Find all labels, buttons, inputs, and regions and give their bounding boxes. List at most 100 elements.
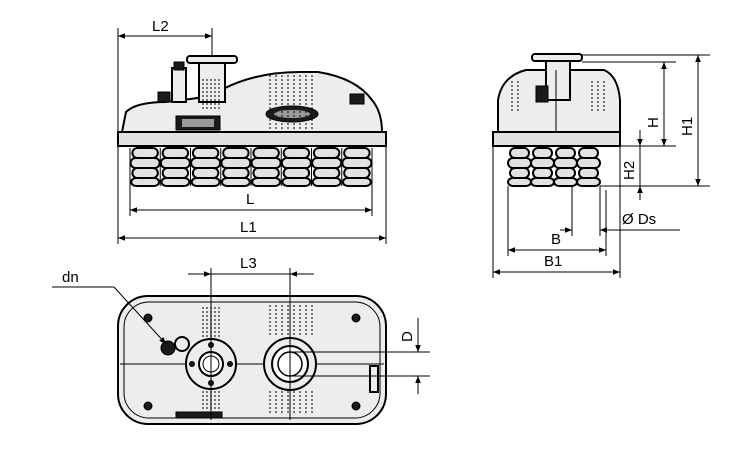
bellow-segment bbox=[252, 167, 280, 179]
label-h: H bbox=[645, 117, 662, 128]
label-l1: L1 bbox=[240, 219, 257, 236]
label-h2: H2 bbox=[621, 161, 638, 180]
bellow-segment bbox=[222, 167, 250, 179]
bellow-segment bbox=[129, 157, 161, 169]
bellow-segment bbox=[341, 157, 373, 169]
dim-l1: L1 bbox=[117, 146, 387, 244]
dim-ds: Ø Ds bbox=[560, 186, 680, 236]
bellow-segment bbox=[311, 177, 342, 187]
side-nozzle bbox=[545, 57, 571, 101]
bellow-segment bbox=[222, 147, 250, 159]
front-dot-pattern bbox=[202, 75, 313, 129]
bellow-segment bbox=[311, 157, 343, 169]
screw-icon bbox=[351, 401, 361, 411]
bellow-segment bbox=[159, 157, 191, 169]
bellow-segment bbox=[191, 167, 220, 179]
side-dot-pattern bbox=[511, 81, 605, 111]
bellow-segment bbox=[160, 177, 191, 187]
leader-dn: dn bbox=[52, 269, 167, 345]
front-fitting bbox=[157, 91, 171, 103]
top-bottom-slot bbox=[175, 411, 223, 419]
screw-icon bbox=[143, 401, 153, 411]
label-l2: L2 bbox=[152, 18, 169, 35]
bellow-segment bbox=[509, 167, 530, 179]
front-view bbox=[117, 55, 387, 187]
bellow-segment bbox=[553, 177, 578, 187]
label-l: L bbox=[246, 191, 254, 208]
bellow-segment bbox=[281, 177, 312, 187]
bellow-segment bbox=[509, 147, 530, 159]
bellow-segment bbox=[161, 147, 190, 159]
bellow-segment bbox=[161, 167, 190, 179]
bellow-segment bbox=[220, 177, 251, 187]
bellow-segment bbox=[130, 177, 161, 187]
label-dn: dn bbox=[62, 269, 79, 286]
side-nozzle-flange bbox=[531, 53, 583, 62]
bellow-segment bbox=[532, 167, 553, 179]
bellow-segment bbox=[530, 157, 555, 169]
dim-b1: B1 bbox=[492, 146, 621, 278]
front-side-fitting bbox=[349, 93, 365, 105]
label-b: B bbox=[551, 231, 561, 248]
front-valve bbox=[171, 67, 187, 103]
front-window-left-inner bbox=[182, 119, 214, 127]
bellow-segment bbox=[532, 147, 553, 159]
bellow-segment bbox=[553, 157, 578, 169]
dn-fitting bbox=[160, 340, 176, 356]
label-h1: H1 bbox=[679, 117, 696, 136]
label-l3: L3 bbox=[240, 255, 257, 272]
front-window-center-inner bbox=[274, 110, 310, 118]
bellow-segment bbox=[343, 167, 371, 179]
bellow-segment bbox=[191, 147, 220, 159]
front-base-plate bbox=[117, 131, 387, 147]
top-view bbox=[117, 295, 387, 425]
front-valve-cap bbox=[173, 61, 185, 71]
dim-l2: L2 bbox=[117, 18, 213, 132]
side-bellows bbox=[507, 147, 601, 187]
bellow-segment bbox=[131, 147, 159, 159]
bellow-segment bbox=[555, 167, 576, 179]
bellow-segment bbox=[578, 147, 599, 159]
bellow-segment bbox=[131, 167, 159, 179]
bellow-segment bbox=[576, 177, 601, 187]
bellow-segment bbox=[282, 147, 311, 159]
bellow-segment bbox=[343, 147, 371, 159]
dim-h2: H2 bbox=[600, 130, 648, 200]
label-ds: Ø Ds bbox=[622, 211, 656, 228]
top-dot-pattern bbox=[202, 305, 313, 413]
top-body-inner bbox=[123, 301, 381, 419]
top-side-slot bbox=[369, 365, 379, 393]
bellow-segment bbox=[312, 147, 341, 159]
bellow-segment bbox=[282, 167, 311, 179]
dim-b: B bbox=[507, 186, 607, 256]
top-body-outer bbox=[117, 295, 387, 425]
front-nozzle-flange bbox=[186, 55, 238, 64]
bellow-segment bbox=[312, 167, 341, 179]
bellow-segment bbox=[190, 177, 221, 187]
bellow-segment bbox=[530, 177, 555, 187]
bellow-segment bbox=[507, 177, 532, 187]
bellow-segment bbox=[252, 147, 280, 159]
label-b1: B1 bbox=[544, 253, 562, 270]
front-bellows bbox=[129, 147, 373, 187]
side-view bbox=[492, 53, 621, 187]
side-valve bbox=[535, 85, 549, 103]
dn-fitting-ring bbox=[174, 336, 190, 352]
bellow-segment bbox=[280, 157, 312, 169]
dim-d: D bbox=[290, 318, 430, 394]
bellow-segment bbox=[220, 157, 252, 169]
bellow-segment bbox=[576, 157, 601, 169]
bellow-segment bbox=[555, 147, 576, 159]
bellow-segment bbox=[507, 157, 532, 169]
side-base-plate bbox=[492, 131, 621, 147]
bellow-segment bbox=[250, 157, 282, 169]
bellow-segment bbox=[341, 177, 372, 187]
screw-icon bbox=[351, 313, 361, 323]
label-d: D bbox=[399, 331, 416, 342]
bellow-segment bbox=[251, 177, 282, 187]
bellow-segment bbox=[190, 157, 222, 169]
screw-icon bbox=[143, 313, 153, 323]
dim-l: L bbox=[129, 186, 373, 216]
bellow-segment bbox=[578, 167, 599, 179]
